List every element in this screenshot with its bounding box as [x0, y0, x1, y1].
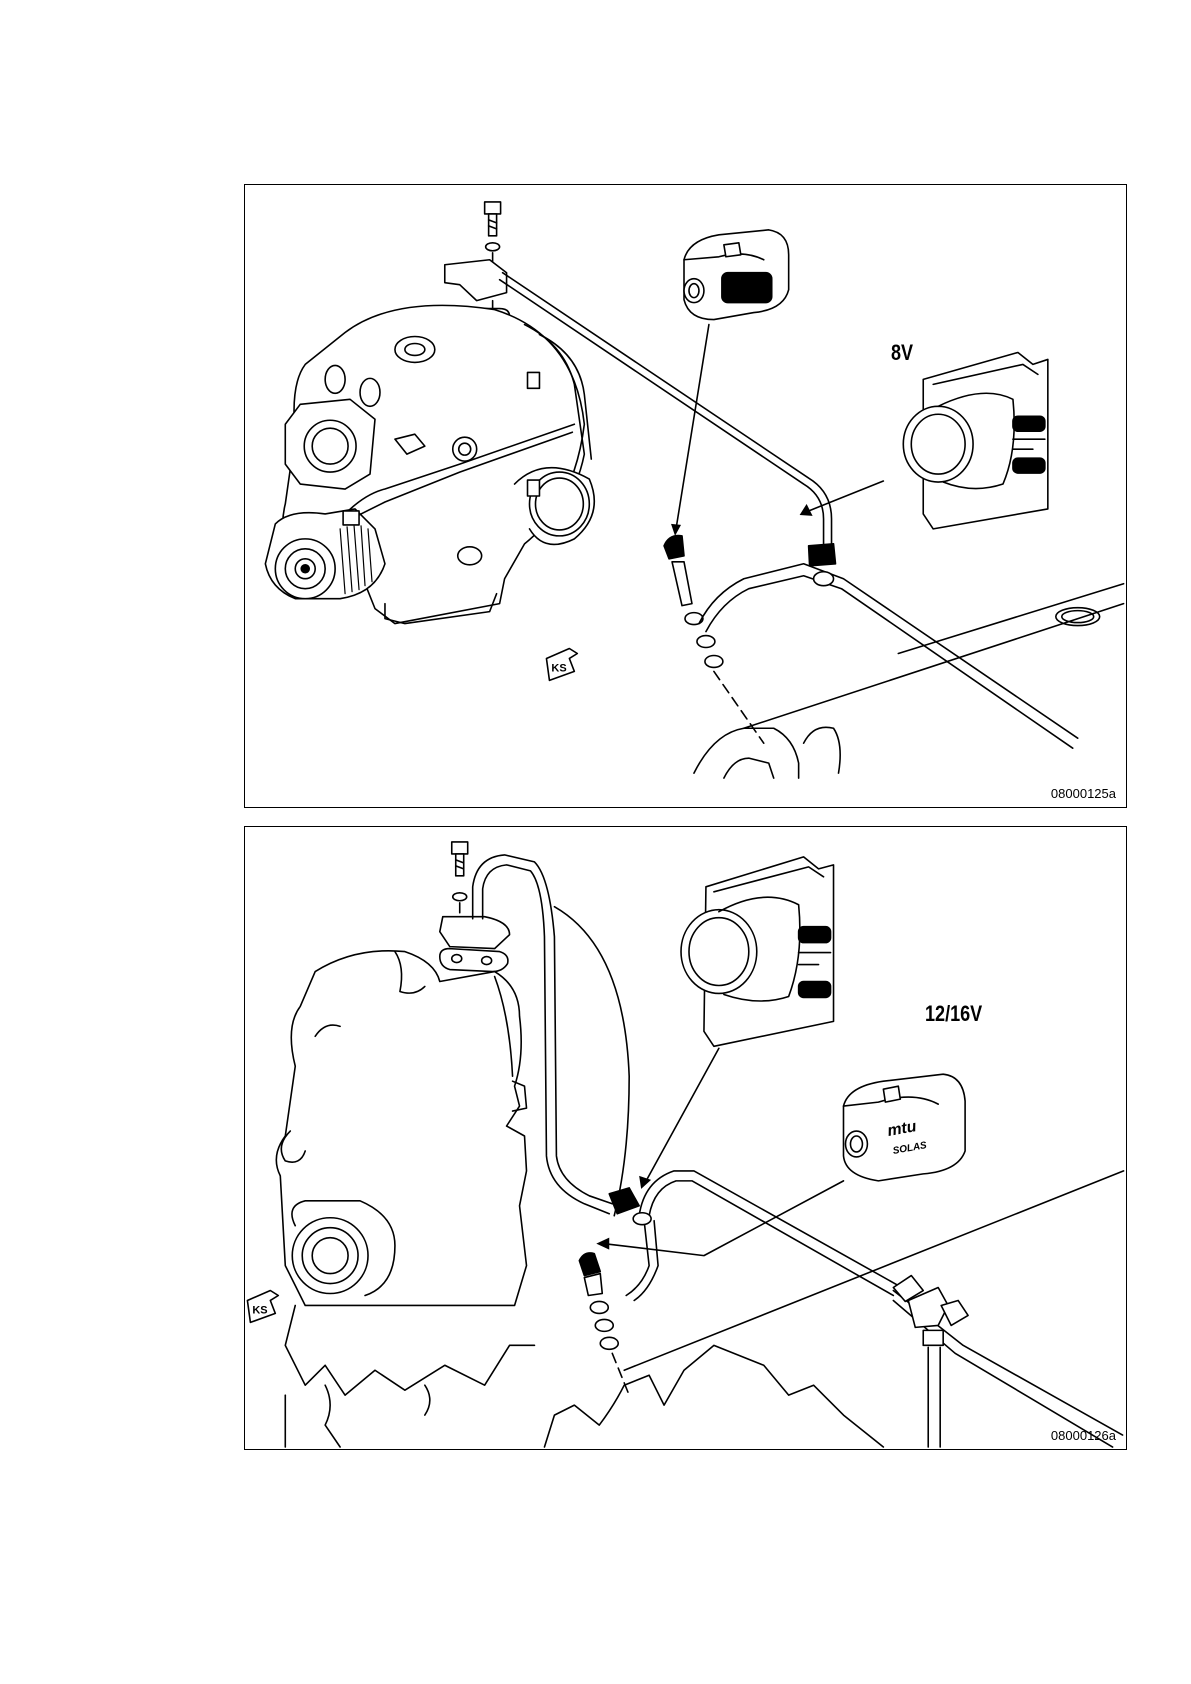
exhaust-flange — [903, 352, 1048, 528]
pipe-clamp: mtu SOLAS — [843, 1074, 965, 1181]
engine-variant-label: 12/16V — [925, 1001, 982, 1027]
bracket — [445, 260, 507, 301]
svg-text:KS: KS — [252, 1304, 267, 1316]
turbocharger-drawing-8v: KS — [245, 185, 1126, 807]
figure-panel-12-16v: KS mtu SOLAS — [244, 826, 1127, 1450]
leader-arrow — [809, 481, 884, 511]
gasket — [440, 949, 508, 972]
figure-number: 08000125a — [1051, 786, 1116, 801]
leader-arrow — [646, 1048, 719, 1181]
turbocharger-drawing-12-16v: KS mtu SOLAS — [245, 827, 1126, 1449]
ks-direction-icon: KS — [247, 1291, 278, 1323]
figure-number: 08000126a — [1051, 1428, 1116, 1443]
bolt-icon — [452, 842, 468, 901]
svg-text:KS: KS — [551, 662, 566, 674]
turbocharger — [265, 305, 594, 623]
engine-variant-label: 8V — [891, 340, 913, 366]
exhaust-flange — [681, 857, 834, 1046]
ks-direction-icon: KS — [546, 649, 577, 681]
bolt-icon — [485, 202, 501, 251]
pipe-clamp — [684, 230, 789, 320]
bracket — [440, 917, 510, 949]
leader-arrow — [676, 325, 709, 529]
figure-panel-8v: KS 8V 08000125a — [244, 184, 1127, 808]
